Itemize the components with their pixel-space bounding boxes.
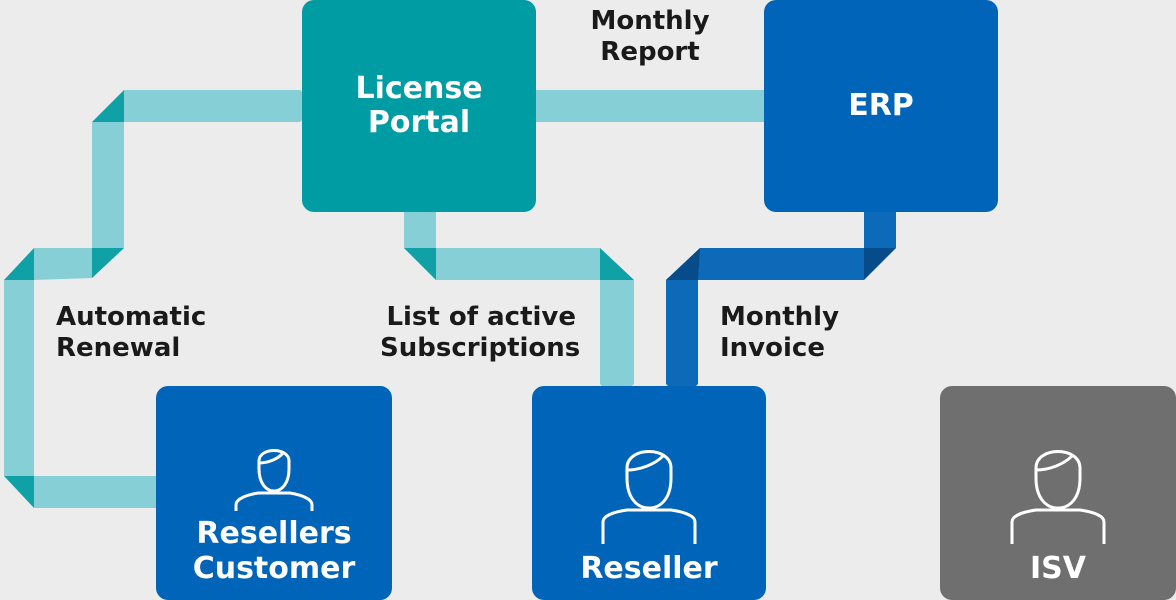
- arrow-segment: [34, 248, 92, 280]
- erp-title: ERP: [848, 87, 914, 123]
- arrow-segment: [404, 248, 634, 280]
- fold-corner: [600, 248, 634, 280]
- arrow-segment: [536, 90, 784, 122]
- person-outline-icon: [601, 449, 697, 544]
- arrow-segment: [404, 212, 436, 248]
- arrow-segment: [864, 212, 896, 248]
- arrow-segment: [600, 280, 634, 400]
- fold-corner: [404, 248, 436, 280]
- label-automatic-renewal: Automatic Renewal: [56, 302, 207, 364]
- arrow-segment: [34, 476, 178, 508]
- label-list-active: List of active Subscriptions: [380, 302, 581, 364]
- arrow-segment: [4, 280, 34, 476]
- arrow-list-active: [404, 212, 634, 400]
- arrow-segment: [124, 90, 318, 122]
- arrow-segment: [666, 248, 864, 280]
- label-monthly-invoice: Monthly Invoice: [720, 302, 840, 364]
- fold-corner: [666, 248, 700, 280]
- fold-corner: [864, 248, 896, 280]
- fold-corner: [4, 476, 34, 508]
- label-monthly-report: Monthly Report: [590, 6, 710, 68]
- resellers-customer-node: Resellers Customer: [156, 386, 392, 600]
- arrow-monthly-report: [536, 90, 784, 122]
- person-outline-icon: [1010, 449, 1106, 544]
- license-portal-title: License Portal: [355, 70, 483, 140]
- person-outline-icon: [234, 449, 314, 511]
- reseller-node: Reseller: [532, 386, 766, 600]
- resellers-customer-title: Resellers Customer: [192, 516, 356, 586]
- license-portal-node: License Portal: [302, 0, 536, 212]
- fold-corner: [92, 248, 124, 278]
- arrow-segment: [92, 122, 124, 278]
- isv-node: ISV: [940, 386, 1176, 600]
- arrow-monthly-invoice: [666, 212, 896, 400]
- arrow-automatic-renewal: [4, 90, 318, 508]
- erp-node: ERP: [764, 0, 998, 212]
- arrow-segment: [666, 280, 698, 400]
- fold-corner: [4, 248, 34, 280]
- fold-corner: [92, 90, 124, 122]
- isv-title: ISV: [1030, 550, 1086, 586]
- reseller-title: Reseller: [580, 550, 718, 586]
